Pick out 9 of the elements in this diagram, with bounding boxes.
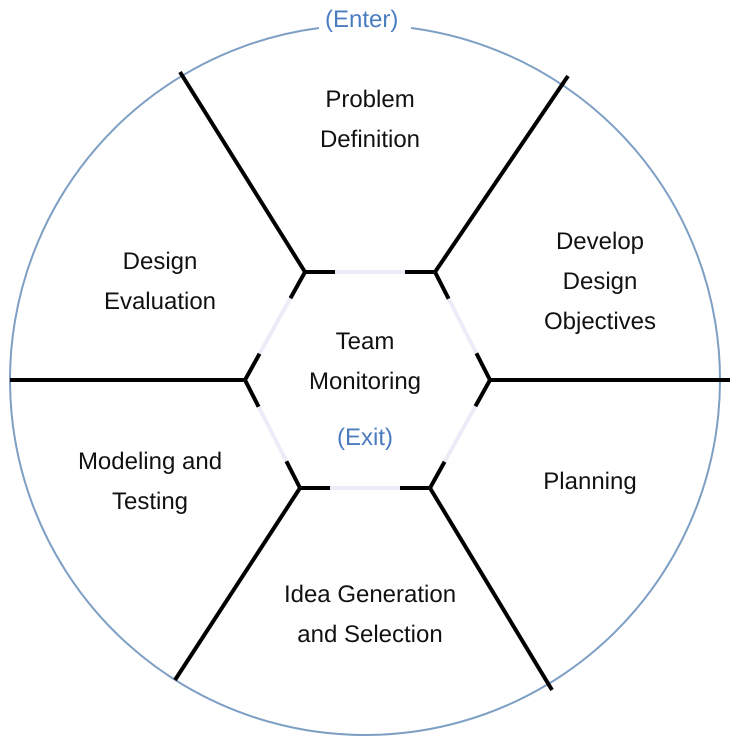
stage-label: Planning: [543, 467, 637, 497]
exit-label: (Exit): [337, 423, 393, 453]
stage-label: Modeling and Testing: [76, 447, 224, 517]
stage-label: Team Monitoring: [308, 327, 422, 397]
entry-label: (Enter): [325, 6, 398, 34]
stage-label: Problem Definition: [318, 85, 422, 155]
stage-label: Design Evaluation: [102, 247, 218, 317]
stage-label: Idea Generation and Selection: [282, 580, 458, 650]
stage-label: Develop Design Objectives: [542, 227, 658, 337]
